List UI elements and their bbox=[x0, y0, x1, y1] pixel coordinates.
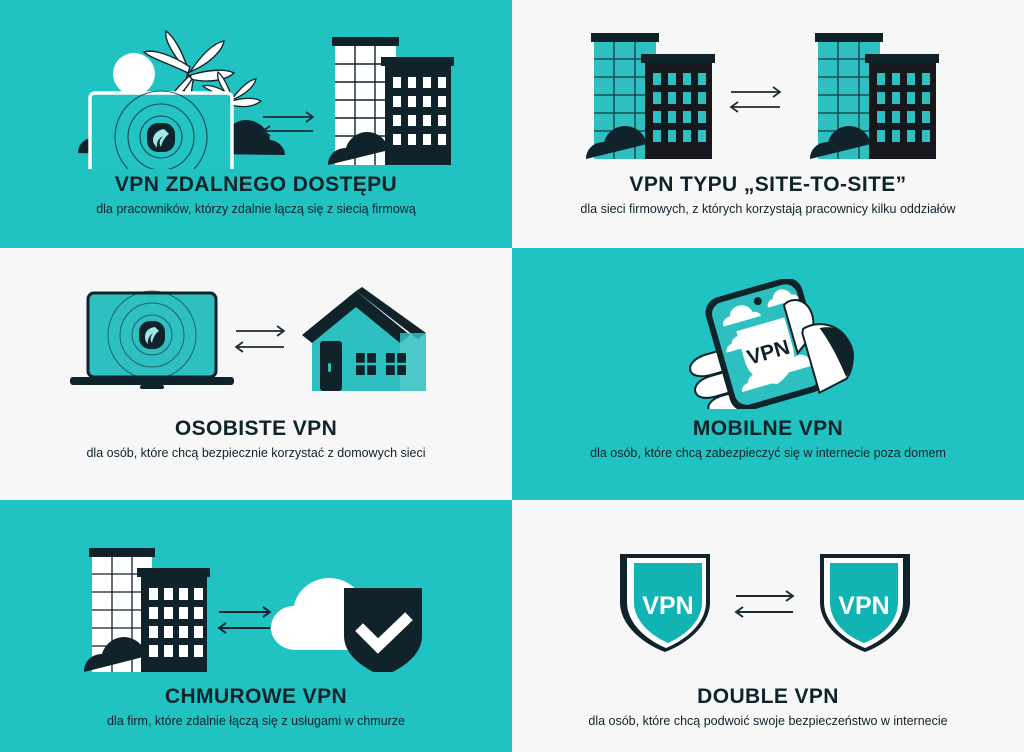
panel-subtitle: dla firm, które zdalnie łączą się z usłu… bbox=[106, 714, 406, 729]
illustration-double-vpn: VPN VPN bbox=[512, 500, 1024, 685]
panel-title: DOUBLE VPN bbox=[697, 685, 839, 709]
caption-mobile-vpn: MOBILNE VPN dla osób, które chcą zabezpi… bbox=[512, 417, 1024, 500]
panel-title: VPN TYPU „SITE-TO-SITE” bbox=[629, 173, 907, 197]
office-buildings-icon bbox=[810, 32, 939, 159]
arrow-right-icon bbox=[219, 605, 272, 618]
arrow-right-icon bbox=[263, 110, 315, 123]
arrow-right-icon bbox=[731, 85, 782, 98]
panel-title: OSOBISTE VPN bbox=[174, 417, 338, 441]
illustration-mobile-vpn: VPN bbox=[512, 248, 1024, 417]
palm-icon bbox=[801, 322, 854, 394]
panel-subtitle: dla osób, które chcą podwoić swoje bezpi… bbox=[588, 714, 948, 729]
arrow-left-icon bbox=[729, 100, 780, 113]
arrow-left-icon bbox=[217, 621, 270, 634]
office-buildings-icon bbox=[84, 547, 210, 672]
caption-site-to-site: VPN TYPU „SITE-TO-SITE” dla sieci firmow… bbox=[512, 173, 1024, 248]
laptop-icon bbox=[70, 290, 234, 389]
caption-remote-access: VPN ZDALNEGO DOSTĘPU dla pracowników, kt… bbox=[0, 173, 512, 248]
illustration-personal-vpn bbox=[0, 248, 512, 417]
surfshark-logo-icon bbox=[139, 320, 165, 349]
panel-title: VPN ZDALNEGO DOSTĘPU bbox=[114, 173, 398, 197]
arrow-right-icon bbox=[236, 324, 286, 337]
panel-personal-vpn: OSOBISTE VPN dla osób, które chcą bezpie… bbox=[0, 248, 512, 500]
shield-icon: VPN bbox=[620, 553, 710, 652]
shield-label-right: VPN bbox=[838, 592, 889, 620]
caption-personal-vpn: OSOBISTE VPN dla osób, które chcą bezpie… bbox=[0, 417, 512, 500]
panel-cloud-vpn: CHMUROWE VPN dla firm, które zdalnie łąc… bbox=[0, 500, 512, 752]
panel-title: MOBILNE VPN bbox=[692, 417, 844, 441]
panel-title: CHMUROWE VPN bbox=[164, 685, 348, 709]
shield-icon: VPN bbox=[820, 553, 910, 652]
caption-double-vpn: DOUBLE VPN dla osób, które chcą podwoić … bbox=[512, 685, 1024, 752]
panel-subtitle: dla pracowników, którzy zdalnie łączą si… bbox=[96, 202, 416, 217]
panel-double-vpn: VPN VPN D bbox=[512, 500, 1024, 752]
panel-site-to-site-vpn: VPN TYPU „SITE-TO-SITE” dla sieci firmow… bbox=[512, 0, 1024, 248]
shield-check-icon bbox=[344, 587, 422, 672]
sun-icon bbox=[113, 52, 155, 95]
panel-subtitle: dla osób, które chcą bezpiecznie korzyst… bbox=[86, 446, 426, 461]
illustration-remote-access bbox=[0, 0, 512, 173]
caption-cloud-vpn: CHMUROWE VPN dla firm, które zdalnie łąc… bbox=[0, 685, 512, 752]
shield-label-left: VPN bbox=[642, 592, 693, 620]
arrow-right-icon bbox=[736, 589, 795, 602]
house-icon bbox=[302, 286, 426, 391]
arrow-left-icon bbox=[234, 340, 284, 353]
shield-icon: VPN bbox=[736, 317, 795, 384]
panel-subtitle: dla osób, które chcą zabezpieczyć się w … bbox=[590, 446, 946, 461]
arrow-left-icon bbox=[261, 124, 313, 137]
office-buildings-icon bbox=[328, 36, 454, 165]
panel-subtitle: dla sieci firmowych, z których korzystaj… bbox=[580, 202, 956, 217]
panel-remote-access-vpn: VPN ZDALNEGO DOSTĘPU dla pracowników, kt… bbox=[0, 0, 512, 248]
illustration-site-to-site bbox=[512, 0, 1024, 173]
illustration-cloud-vpn bbox=[0, 500, 512, 685]
panel-mobile-vpn: VPN MOBILNE VPN dla osób, które c bbox=[512, 248, 1024, 500]
laptop-icon bbox=[88, 90, 234, 169]
office-buildings-icon bbox=[586, 32, 715, 159]
surfshark-logo-icon bbox=[147, 122, 175, 152]
arrow-left-icon bbox=[734, 605, 793, 618]
